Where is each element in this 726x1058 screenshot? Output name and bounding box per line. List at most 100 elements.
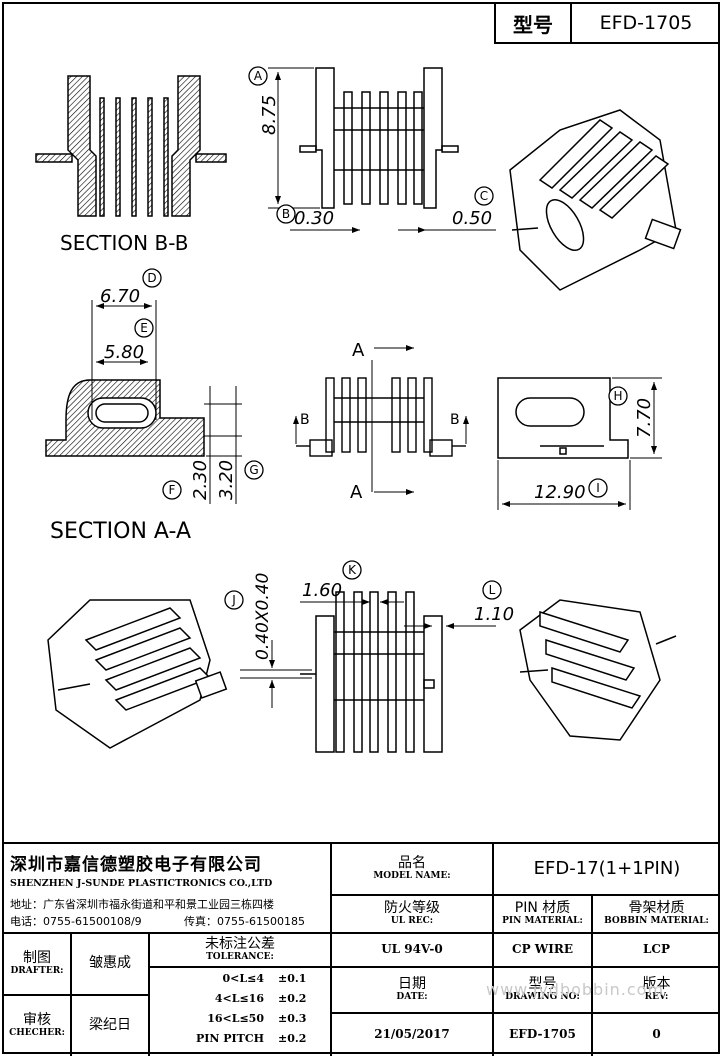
cut-view	[293, 345, 469, 495]
model-name-zh: 品名	[398, 855, 426, 872]
marker-letter-j: J	[231, 593, 236, 607]
bottom-front-view	[240, 591, 496, 753]
tolerance-range: PIN PITCH	[195, 1032, 264, 1045]
marker-a	[248, 66, 268, 86]
marker-letter-b: B	[282, 207, 290, 221]
cut-b-left: B	[300, 412, 310, 428]
tolerance-row: 0<L≤4 ±0.1	[154, 972, 326, 992]
model-name-en: MODEL NAME:	[373, 870, 451, 881]
drawing-no-value: EFD-1705	[509, 1027, 576, 1042]
marker-k	[342, 560, 362, 580]
tolerance-value: ±0.3	[278, 1012, 307, 1025]
drawing-no-label: 型号 DRAWING NO:	[494, 968, 591, 1012]
dimension-markers	[134, 66, 628, 610]
dim-k-value: 1.60	[302, 580, 342, 601]
marker-letter-k: K	[348, 563, 357, 577]
marker-letter-a: A	[254, 69, 263, 83]
marker-letter-e: E	[140, 321, 148, 335]
ul-rec-label: 防火等级 UL REC:	[332, 896, 492, 932]
pin-material-zh: PIN 材质	[514, 900, 571, 917]
checker-en: CHECHER:	[9, 1027, 65, 1038]
date-value: 21/05/2017	[374, 1027, 450, 1042]
bobbin-material-label: 骨架材质 BOBBIN MATERIAL:	[593, 896, 720, 932]
marker-f	[162, 480, 182, 500]
marker-letter-l: L	[489, 583, 496, 597]
drafter-name: 皱惠成	[89, 955, 131, 972]
front-view	[268, 67, 496, 233]
drawing-no-zh: 型号	[528, 976, 557, 993]
drawing-no-en: DRAWING NO:	[505, 991, 580, 1002]
drafter-en: DRAFTER:	[10, 965, 64, 976]
rev-label: 版本 REV:	[593, 968, 720, 1012]
checker-name: 梁纪日	[89, 1017, 131, 1034]
bobbin-material-zh: 骨架材质	[628, 900, 685, 917]
watermark: www.jydbobbin.com	[486, 980, 665, 999]
dim-g-value: 3.20	[216, 460, 237, 500]
drafter-zh: 制图	[23, 950, 51, 967]
company-name-en: SHENZHEN J-SUNDE PLASTICTRONICS CO.,LTD	[10, 878, 273, 889]
tolerance-zh: 未标注公差	[205, 936, 275, 953]
marker-letters: A B C D E F G H I J K L	[140, 69, 622, 607]
company-name-zh: 深圳市嘉信德塑胶电子有限公司	[10, 855, 262, 875]
tolerance-range: 0<L≤4	[222, 972, 264, 985]
tolerance-range: 4<L≤16	[214, 992, 264, 1005]
tolerance-label: 未标注公差 TOLERANCE:	[150, 934, 330, 966]
rev-zh: 版本	[642, 976, 671, 993]
checker-label: 审核 CHECHER:	[4, 996, 70, 1056]
iso-view-bottom-right	[519, 599, 677, 741]
marker-e	[134, 318, 154, 338]
pin-material-label: PIN 材质 PIN MATERIAL:	[494, 896, 591, 932]
drafter-label: 制图 DRAFTER:	[4, 934, 70, 994]
dim-e-value: 5.80	[104, 342, 144, 363]
date-label: 日期 DATE:	[332, 968, 492, 1012]
title-block: 深圳市嘉信德塑胶电子有限公司 SHENZHEN J-SUNDE PLASTICT…	[4, 842, 720, 1056]
tolerance-row: 16<L≤50±0.3	[154, 1012, 326, 1032]
pin-material-value: CP WIRE	[512, 942, 573, 957]
tolerance-value: ±0.2	[278, 1032, 307, 1045]
dim-d-value: 6.70	[100, 286, 140, 307]
tolerance-table: 0<L≤4 ±0.1 4<L≤16 ±0.2 16<L≤50±0.3 PIN PIT…	[154, 972, 326, 1052]
marker-letter-g: G	[249, 463, 258, 477]
bobbin-material-en: BOBBIN MATERIAL:	[604, 915, 709, 926]
company-fax: 传真：0755-61500185	[184, 915, 305, 928]
iso-view-top-right	[509, 109, 682, 291]
marker-letter-h: H	[613, 389, 622, 403]
header-title-box: 型号 EFD-1705	[494, 4, 720, 44]
model-name-value: EFD-17(1+1PIN)	[533, 858, 681, 880]
marker-b	[276, 204, 296, 224]
cut-a-bottom: A	[350, 482, 363, 503]
date-zh: 日期	[398, 976, 426, 993]
side-view	[497, 377, 662, 510]
ul-rec-zh: 防火等级	[384, 900, 440, 917]
marker-j	[224, 590, 244, 610]
model-number: EFD-1705	[599, 12, 693, 34]
marker-i	[588, 478, 608, 498]
section-aa-label: SECTION A-A	[50, 519, 191, 544]
tolerance-value: ±0.1	[278, 972, 307, 985]
cut-b-right: B	[450, 412, 460, 428]
dim-h-value: 7.70	[634, 398, 655, 438]
dim-a-value: 8.75	[259, 95, 280, 135]
marker-letter-d: D	[147, 271, 156, 285]
marker-d	[142, 268, 162, 288]
marker-c	[474, 186, 494, 206]
dim-f-value: 2.30	[190, 460, 211, 500]
marker-g	[244, 460, 264, 480]
date-en: DATE:	[396, 991, 428, 1002]
model-name-label: 品名 MODEL NAME:	[332, 844, 492, 894]
type-label: 型号	[496, 4, 572, 42]
dim-c-value: 0.50	[452, 208, 492, 229]
marker-letter-c: C	[480, 189, 488, 203]
tolerance-en: TOLERANCE:	[206, 951, 274, 962]
marker-letter-f: F	[169, 483, 176, 497]
dim-b-value: 0.30	[294, 208, 334, 229]
dim-j-value: 0.40X0.40	[253, 573, 273, 660]
pin-material-en: PIN MATERIAL:	[502, 915, 583, 926]
tolerance-row: PIN PITCH ±0.2	[154, 1032, 326, 1052]
marker-l	[482, 580, 502, 600]
rev-value: 0	[652, 1027, 661, 1042]
section-bb-label: SECTION B-B	[60, 231, 188, 255]
marker-h	[608, 386, 628, 406]
checker-zh: 审核	[23, 1012, 51, 1029]
